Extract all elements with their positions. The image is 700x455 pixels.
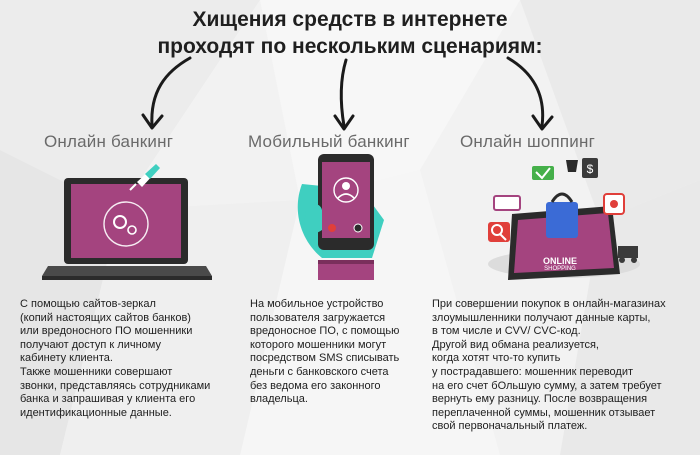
- text-line: банка и запрашивая у клиента его: [20, 393, 196, 406]
- text-line: При совершении покупок в онлайн-магазина…: [432, 298, 666, 310]
- smartphone-icon: [297, 154, 384, 280]
- column-text-mobile-banking: На мобильное устройство пользователя заг…: [250, 298, 430, 407]
- arrow-left: [150, 56, 192, 128]
- text-line: переплаченной суммы, мошенник отзывает: [432, 406, 656, 419]
- shopping-screen-label: ONLINE SHOPPING: [532, 256, 588, 273]
- arrows-group: [141, 56, 554, 131]
- title-line-2: проходят по нескольким сценариям:: [157, 35, 543, 58]
- online-shopping-icon: $: [488, 158, 640, 280]
- text-line: Также мошенники совершают: [20, 365, 173, 378]
- shopping-label-shopping: SHOPPING: [544, 266, 576, 272]
- text-line: злоумышленники получают данные карты,: [432, 311, 651, 324]
- shopping-label-online: ONLINE: [542, 256, 577, 266]
- arrow-left-head: [141, 113, 164, 130]
- title-line-1: Хищения средств в интернете: [192, 8, 508, 31]
- column-title-mobile-banking: Мобильный банкинг: [248, 132, 410, 151]
- column-text-online-shopping: При совершении покупок в онлайн-магазина…: [432, 298, 694, 434]
- text-line: вредоносное ПО, с помощью: [250, 325, 400, 338]
- text-line: кабинету клиента.: [20, 352, 113, 365]
- text-line: когда хотят что-то купить: [432, 352, 561, 365]
- text-line: звонки, представляясь сотрудниками: [20, 379, 211, 392]
- text-line: (копий настоящих сайтов банков): [20, 311, 191, 324]
- text-line: которого мошенники могут: [250, 338, 387, 351]
- text-line: в том числе и CVV/ CVC-код.: [432, 325, 581, 338]
- text-line: получают доступ к личному: [20, 338, 161, 351]
- text-line: у пострадавшего: мошенник переводит: [432, 365, 634, 378]
- page-title: Хищения средств в интернете проходят по …: [0, 6, 700, 60]
- text-line: на его счет бОльшую сумму, а затем требу…: [432, 379, 662, 392]
- text-line: вернуть ему разницу. После возвращения: [432, 393, 648, 406]
- text-line: С помощью сайтов-зеркал: [20, 298, 156, 310]
- column-title-online-shopping: Онлайн шоппинг: [460, 132, 595, 151]
- column-title-online-banking: Онлайн банкинг: [44, 132, 174, 151]
- column-text-online-banking: С помощью сайтов-зеркал (копий настоящих…: [20, 298, 240, 420]
- text-line: владельца.: [250, 393, 308, 406]
- text-line: Другой вид обмана реализуется,: [432, 338, 599, 351]
- text-line: пользователя загружается: [250, 311, 386, 324]
- arrow-right-head: [531, 114, 554, 131]
- text-line: деньги с банковского счета: [250, 365, 389, 378]
- text-line: или вредоносного ПО мошенники: [20, 325, 193, 338]
- text-line: свой первоначальный платеж.: [432, 420, 588, 433]
- laptop-icon: [42, 164, 212, 280]
- arrow-middle-head: [333, 114, 355, 131]
- text-line: без ведома его законного: [250, 379, 381, 392]
- arrow-right: [506, 56, 545, 128]
- text-line: идентификационные данные.: [20, 406, 172, 419]
- text-line: На мобильное устройство: [250, 298, 384, 310]
- svg-text:$: $: [587, 162, 594, 176]
- arrow-middle: [339, 58, 348, 128]
- text-line: посредством SMS списывать: [250, 352, 400, 365]
